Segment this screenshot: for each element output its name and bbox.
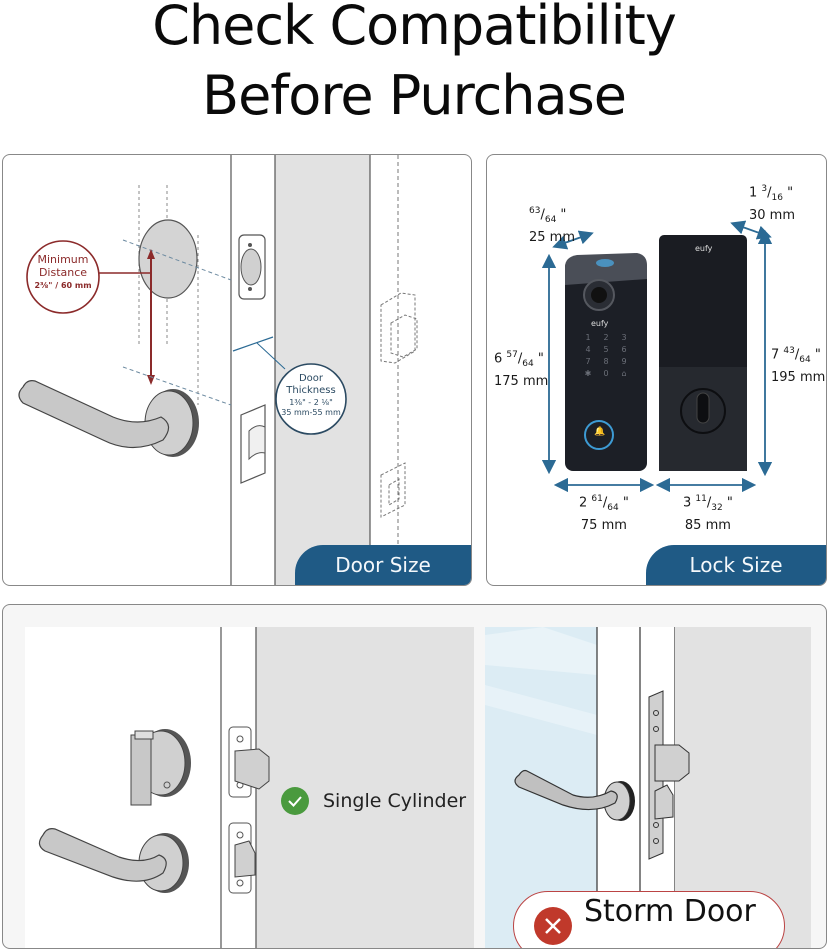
front-width-mm: 75 mm bbox=[580, 517, 627, 533]
back-height-mm: 195 mm bbox=[771, 369, 826, 385]
lock-size-panel: eufy eufy 1 2 3 4 5 6 7 8 9 ✱ 0 ⌂ 🔔 63/6… bbox=[486, 154, 827, 586]
lock-size-tag: Lock Size bbox=[646, 545, 826, 585]
check-icon bbox=[281, 787, 309, 815]
front-depth-mm: 25 mm bbox=[529, 229, 576, 245]
door-size-panel: Minimum Distance 2⅜" / 60 mm Door Thickn… bbox=[2, 154, 472, 586]
back-lock-brand: eufy bbox=[695, 244, 713, 253]
front-depth-label: 63/64 " 25 mm bbox=[529, 206, 576, 245]
front-keypad: 1 2 3 4 5 6 7 8 9 ✱ 0 ⌂ bbox=[579, 333, 633, 378]
back-depth-whole: 1 bbox=[749, 185, 758, 201]
key-7: 7 bbox=[585, 357, 591, 366]
storm-door-label: Storm Door bbox=[513, 891, 785, 948]
door-thickness-imperial: 1⅜" - 2 ⅛" bbox=[289, 398, 333, 407]
doorbell-icon: 🔔 bbox=[594, 427, 606, 437]
door-thickness-title-1: Door bbox=[298, 373, 324, 384]
front-depth-den: 64 bbox=[544, 214, 557, 225]
key-9: 9 bbox=[621, 357, 627, 366]
back-height-label: 7 43/64 " 195 mm bbox=[771, 346, 826, 385]
title-line-2: Before Purchase bbox=[202, 64, 627, 127]
back-height-num: 43 bbox=[783, 346, 795, 356]
minimum-distance-value: 2⅜" / 60 mm bbox=[34, 281, 92, 290]
front-height-mm: 175 mm bbox=[494, 373, 549, 389]
front-depth-num: 63 bbox=[529, 206, 541, 216]
door-size-tag: Door Size bbox=[295, 545, 471, 585]
front-width-num: 61 bbox=[591, 494, 603, 504]
front-width-den: 64 bbox=[607, 502, 619, 513]
front-width-label: 2 61/64 " 75 mm bbox=[579, 494, 629, 533]
door-thickness-title-2: Thickness bbox=[286, 385, 336, 396]
title-line-1: Check Compatibility bbox=[152, 0, 677, 57]
key-0: 0 bbox=[603, 369, 609, 378]
front-height-num: 57 bbox=[506, 350, 518, 360]
lock-type-panel: Single Cylinder Storm Door bbox=[2, 604, 827, 949]
key-star: ✱ bbox=[584, 369, 592, 378]
back-width-num: 11 bbox=[695, 494, 707, 504]
lock-dimensions-illustration bbox=[541, 220, 773, 493]
single-cylinder-text: Single Cylinder bbox=[323, 790, 467, 812]
back-depth-den: 16 bbox=[771, 192, 783, 203]
storm-door-text: Storm Door bbox=[584, 893, 756, 929]
key-5: 5 bbox=[603, 345, 609, 354]
back-width-mm: 85 mm bbox=[684, 517, 731, 533]
single-cylinder-label: Single Cylinder bbox=[281, 787, 466, 815]
key-1: 1 bbox=[585, 333, 591, 342]
door-thickness-metric: 35 mm-55 mm bbox=[281, 408, 341, 417]
door-diagram-illustration bbox=[18, 155, 418, 585]
x-icon bbox=[534, 907, 572, 945]
front-height-whole: 6 bbox=[494, 351, 503, 367]
back-height-whole: 7 bbox=[771, 347, 780, 363]
front-lock-brand: eufy bbox=[591, 319, 609, 328]
back-depth-label: 1 3/16 " 30 mm bbox=[749, 184, 796, 223]
key-2: 2 bbox=[603, 333, 609, 342]
back-width-whole: 3 bbox=[683, 495, 692, 511]
front-height-den: 64 bbox=[522, 358, 534, 369]
key-home: ⌂ bbox=[621, 369, 627, 378]
back-depth-mm: 30 mm bbox=[749, 207, 796, 223]
back-height-den: 64 bbox=[799, 354, 811, 365]
key-8: 8 bbox=[603, 357, 609, 366]
back-depth-num: 3 bbox=[761, 184, 768, 194]
back-width-den: 32 bbox=[711, 502, 723, 513]
key-6: 6 bbox=[621, 345, 627, 354]
key-3: 3 bbox=[621, 333, 627, 342]
door-thickness-callout: Door Thickness 1⅜" - 2 ⅛" 35 mm-55 mm bbox=[276, 373, 346, 418]
minimum-distance-title-1: Minimum bbox=[37, 253, 89, 266]
back-width-label: 3 11/32 " 85 mm bbox=[683, 494, 733, 533]
key-4: 4 bbox=[585, 345, 591, 354]
front-width-whole: 2 bbox=[579, 495, 588, 511]
minimum-distance-callout: Minimum Distance 2⅜" / 60 mm bbox=[27, 253, 99, 293]
front-height-label: 6 57/64 " 175 mm bbox=[494, 350, 549, 389]
minimum-distance-title-2: Distance bbox=[38, 266, 88, 279]
